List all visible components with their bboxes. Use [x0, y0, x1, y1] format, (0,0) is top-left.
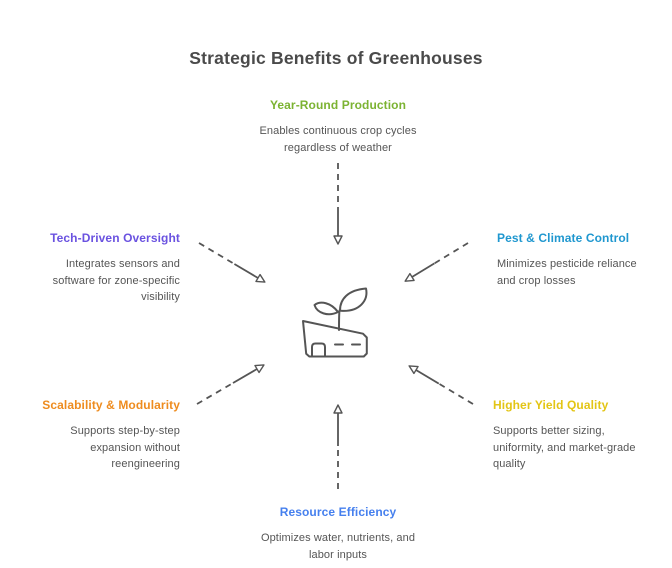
node-label: Year-Round Production: [269, 98, 407, 112]
node-description: Supports step-by-step expansion without …: [70, 425, 180, 470]
node-label: Scalability & Modularity: [42, 398, 180, 412]
node-higher-yield-quality: Higher Yield Quality Supports better siz…: [493, 397, 663, 473]
page-title: Strategic Benefits of Greenhouses: [189, 48, 483, 68]
node-label: Pest & Climate Control: [497, 231, 630, 245]
arrow-lower-left-to-center: [196, 364, 265, 405]
arrow-upper-right-to-center: [404, 242, 469, 282]
arrow-lower-right-to-center: [408, 365, 474, 405]
node-tech-driven-oversight: Tech-Driven Oversight Integrates sensors…: [20, 230, 180, 306]
sprout-icon: [313, 287, 368, 331]
node-label: Higher Yield Quality: [493, 398, 609, 412]
node-pest-climate-control: Pest & Climate Control Minimizes pestici…: [497, 230, 662, 289]
node-resource-efficiency: Resource Efficiency Optimizes water, nut…: [208, 504, 468, 563]
greenhouse-icon: [302, 287, 368, 358]
node-description: Enables continuous crop cycles regardles…: [259, 125, 417, 154]
node-description: Integrates sensors and software for zone…: [52, 258, 180, 303]
arrow-upper-left-to-center: [198, 242, 266, 283]
node-label: Resource Efficiency: [279, 505, 397, 519]
node-year-round-production: Year-Round Production Enables continuous…: [208, 97, 468, 156]
node-description: Optimizes water, nutrients, and labor in…: [260, 532, 416, 561]
node-scalability-modularity: Scalability & Modularity Supports step-b…: [20, 397, 180, 473]
node-description: Minimizes pesticide reliance and crop lo…: [497, 258, 637, 287]
node-label: Tech-Driven Oversight: [50, 231, 180, 245]
node-description: Supports better sizing, uniformity, and …: [493, 425, 636, 470]
